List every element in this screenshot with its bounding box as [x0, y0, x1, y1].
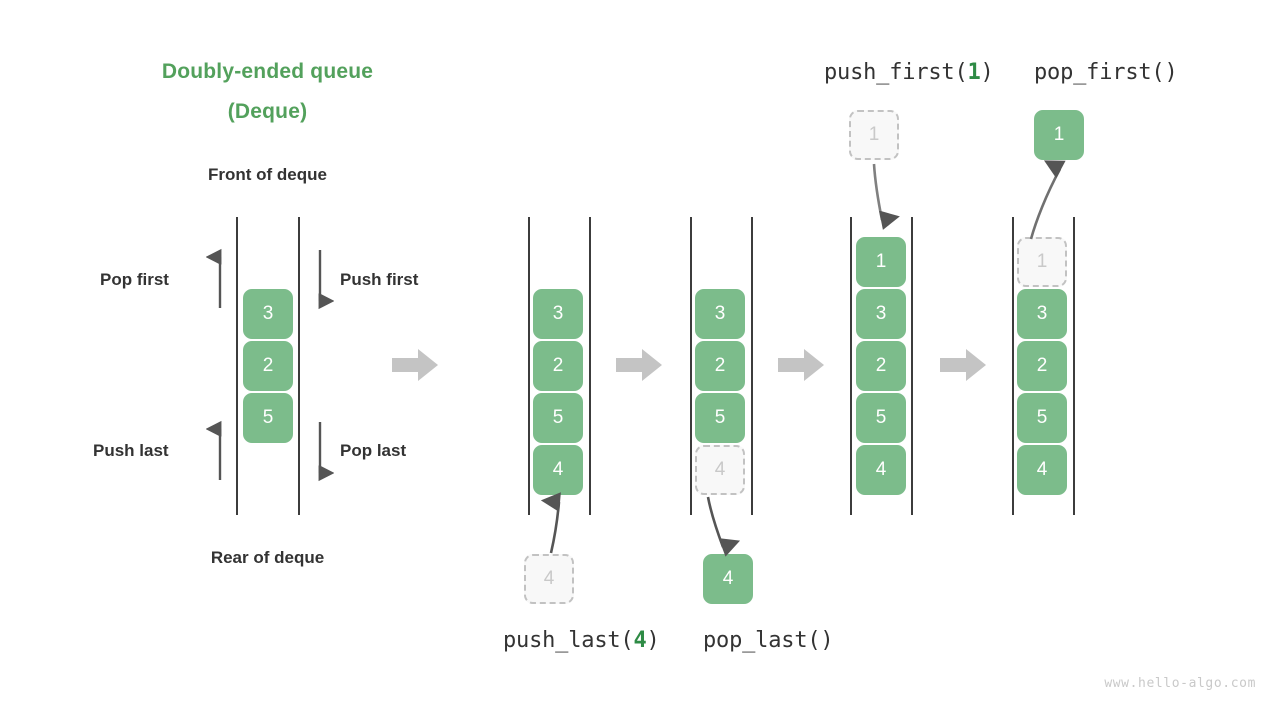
deque-cell: 1 [856, 237, 906, 287]
deque-cell: 3 [533, 289, 583, 339]
push-first-caption: push_first(1) [824, 60, 994, 85]
deque-rail-left-p5 [1012, 217, 1014, 515]
deque-cell: 3 [856, 289, 906, 339]
deque-cell: 5 [695, 393, 745, 443]
deque-cell: 2 [856, 341, 906, 391]
push-first-caption-name: push_first( [824, 60, 968, 85]
deque-rail-right-p4 [911, 217, 913, 515]
rear-of-deque-label: Rear of deque [210, 548, 325, 567]
pop-first-arrow-icon [206, 248, 234, 308]
deque-ghost-cell-last: 4 [695, 445, 745, 495]
deque-cell: 3 [243, 289, 293, 339]
push-first-arrow-icon [306, 250, 334, 310]
watermark: www.hello-algo.com [1104, 676, 1256, 691]
push-first-caption-arg: 1 [967, 60, 981, 85]
deque-cell: 2 [533, 341, 583, 391]
deque-rail-right-p5 [1073, 217, 1075, 515]
deque-rail-left-overview [236, 217, 238, 515]
pop-first-caption: pop_first() [1034, 60, 1178, 85]
flow-arrow-icon [616, 349, 662, 381]
flow-arrow-icon [940, 349, 986, 381]
flow-arrow-icon [778, 349, 824, 381]
deque-rail-right-p2 [589, 217, 591, 515]
push-last-caption-arg: 4 [633, 628, 647, 653]
deque-cell: 5 [243, 393, 293, 443]
pop-last-motion-arrow-icon [706, 496, 755, 561]
push-last-motion-arrow-icon [530, 485, 590, 554]
deque-cell: 5 [1017, 393, 1067, 443]
deque-rail-right-p3 [751, 217, 753, 515]
flow-arrow-icon [392, 349, 438, 381]
deque-ghost-cell-first: 1 [1017, 237, 1067, 287]
diagram-title-line2: (Deque) [227, 100, 308, 123]
deque-rail-right-overview [298, 217, 300, 515]
pop-first-motion-arrow-icon [1029, 155, 1088, 240]
deque-cell: 5 [533, 393, 583, 443]
push-last-caption-name: push_last( [503, 628, 634, 653]
pop-first-label: Pop first [100, 270, 169, 289]
deque-incoming-ghost-cell: 1 [849, 110, 899, 160]
diagram-title-line1: Doubly-ended queue [161, 60, 374, 83]
push-first-label: Push first [340, 270, 419, 289]
pop-last-arrow-icon [306, 422, 334, 482]
deque-rail-left-p4 [850, 217, 852, 515]
deque-cell: 2 [243, 341, 293, 391]
push-first-caption-close: ) [980, 60, 994, 85]
deque-outgoing-cell: 1 [1034, 110, 1084, 160]
push-last-arrow-icon [206, 420, 234, 480]
deque-rail-left-p2 [528, 217, 530, 515]
push-last-caption: push_last(4) [503, 628, 660, 653]
deque-cell: 4 [856, 445, 906, 495]
deque-cell: 4 [533, 445, 583, 495]
pop-last-label: Pop last [340, 441, 407, 460]
deque-outgoing-cell: 4 [703, 554, 753, 604]
deque-incoming-ghost-cell: 4 [524, 554, 574, 604]
deque-cell: 2 [695, 341, 745, 391]
push-last-label: Push last [93, 441, 169, 460]
push-first-motion-arrow-icon [872, 163, 912, 236]
deque-cell: 3 [695, 289, 745, 339]
deque-cell: 4 [1017, 445, 1067, 495]
front-of-deque-label: Front of deque [208, 165, 327, 184]
deque-cell: 2 [1017, 341, 1067, 391]
push-last-caption-close: ) [646, 628, 660, 653]
deque-cell: 3 [1017, 289, 1067, 339]
deque-cell: 5 [856, 393, 906, 443]
deque-rail-left-p3 [690, 217, 692, 515]
pop-last-caption: pop_last() [703, 628, 834, 653]
